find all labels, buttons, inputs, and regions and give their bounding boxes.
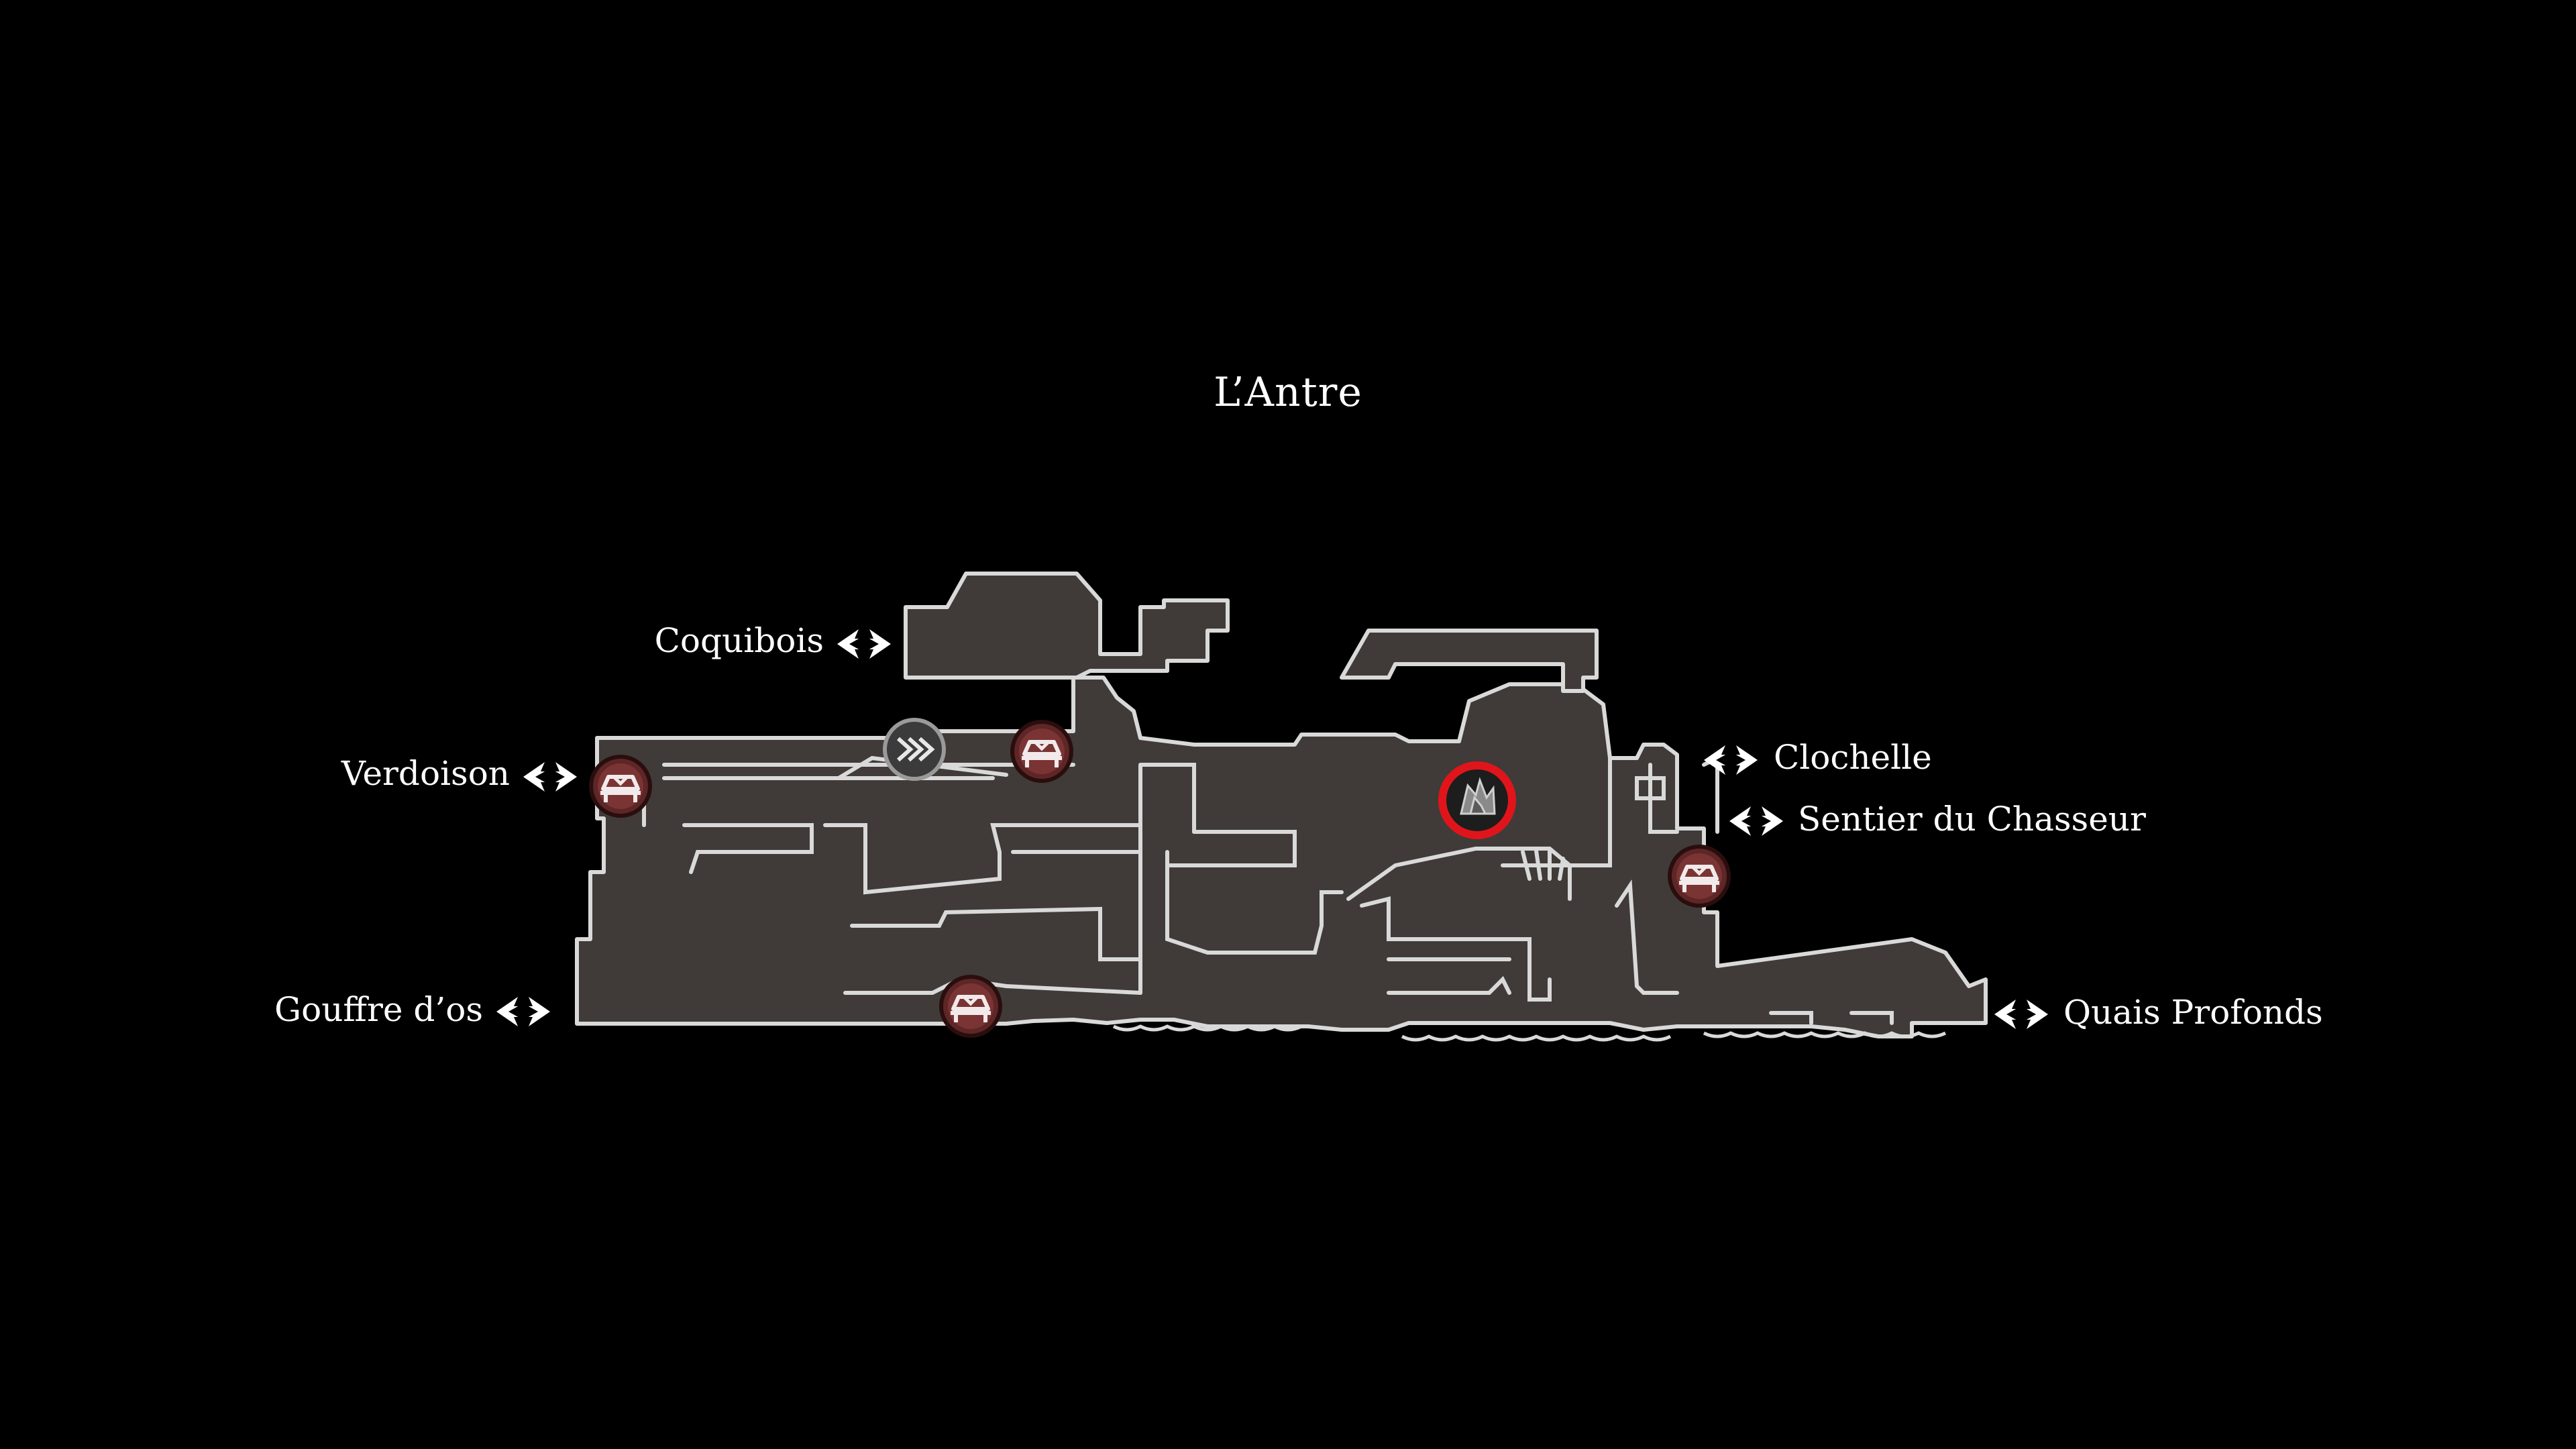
bench-icon[interactable]: [591, 757, 650, 816]
exit-label-coquibois[interactable]: Coquibois: [654, 621, 824, 660]
area-title: L’Antre: [1214, 369, 1362, 416]
fast-travel-marker[interactable]: [883, 718, 946, 781]
exit-label-sentier-du-chasseur[interactable]: Sentier du Chasseur: [1798, 800, 2146, 839]
bench-icon[interactable]: [1012, 722, 1071, 781]
shard-cluster-icon: [1460, 777, 1496, 815]
objective-marker[interactable]: [1438, 761, 1516, 839]
exit-label-clochelle[interactable]: Clochelle: [1774, 738, 1932, 777]
transition-arrow-icon[interactable]: [1994, 1000, 2048, 1029]
bench-icon[interactable]: [941, 977, 1000, 1036]
exit-label-gouffre-d-os[interactable]: Gouffre d’os: [274, 990, 483, 1029]
water-edge: [1112, 1024, 1947, 1042]
exit-label-verdoison[interactable]: Verdoison: [341, 754, 510, 793]
transition-arrow-icon[interactable]: [523, 762, 577, 792]
fast-travel-icon: [883, 718, 946, 781]
transition-arrow-icon[interactable]: [496, 997, 550, 1026]
exit-label-quais-profonds[interactable]: Quais Profonds: [2063, 993, 2323, 1032]
room-central-vault: [1340, 629, 1599, 693]
room-upper-corridor: [575, 676, 1988, 1038]
bench-icon[interactable]: [1670, 847, 1729, 906]
transition-arrow-icon[interactable]: [1704, 745, 1758, 775]
transition-arrow-icon[interactable]: [837, 629, 891, 659]
room-coquibois-hall: [904, 572, 1230, 680]
transition-arrow-icon[interactable]: [1729, 806, 1783, 836]
